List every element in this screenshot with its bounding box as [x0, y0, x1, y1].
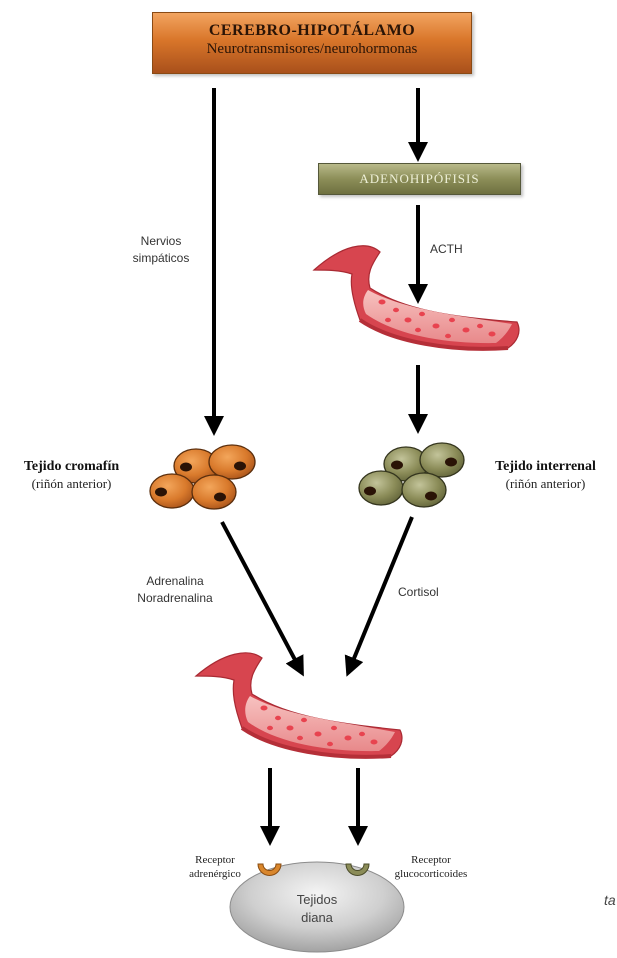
cutoff-text-fragment: ta — [604, 892, 616, 908]
catecolaminas-line2: Noradrenalina — [120, 590, 230, 607]
cromafin-cell — [192, 475, 236, 509]
interrenal-cell-cluster — [359, 443, 464, 507]
label-receptor-adrenergico: Receptor adrenérgico — [172, 853, 258, 881]
receptor-adrenergico-line1: Receptor — [172, 853, 258, 867]
label-tejido-interrenal: Tejido interrenal (riñón anterior) — [478, 458, 613, 492]
adenohipofisis-box: ADENOHIPÓFISIS — [318, 163, 521, 195]
label-tejido-cromafin: Tejido cromafín (riñón anterior) — [4, 458, 139, 492]
tejidos-diana-line2: diana — [282, 909, 352, 927]
label-cortisol: Cortisol — [398, 584, 439, 601]
receptor-glucocorticoides-line2: glucocorticoides — [376, 867, 486, 881]
interrenal-subtitle: (riñón anterior) — [478, 475, 613, 492]
cerebro-subtitle: Neurotransmisores/neurohormonas — [153, 41, 471, 58]
label-receptor-glucocorticoides: Receptor glucocorticoides — [376, 853, 486, 881]
cromafin-cell-cluster — [150, 445, 255, 509]
catecolaminas-line1: Adrenalina — [120, 573, 230, 590]
label-catecolaminas: Adrenalina Noradrenalina — [120, 573, 230, 607]
label-acth: ACTH — [430, 241, 463, 258]
nervios-line2: simpáticos — [116, 250, 206, 267]
interrenal-cell — [402, 473, 446, 507]
receptor-adrenergico-line2: adrenérgico — [172, 867, 258, 881]
cromafin-subtitle: (riñón anterior) — [4, 475, 139, 492]
label-nervios-simpaticos: Nervios simpáticos — [116, 233, 206, 267]
cerebro-title: CEREBRO-HIPOTÁLAMO — [153, 22, 471, 40]
cromafin-cell — [209, 445, 255, 479]
tejidos-diana-line1: Tejidos — [282, 891, 352, 909]
label-tejidos-diana: Tejidos diana — [282, 891, 352, 927]
nervios-line1: Nervios — [116, 233, 206, 250]
cerebro-hipotalamo-box: CEREBRO-HIPOTÁLAMO Neurotransmisores/neu… — [152, 12, 472, 74]
interrenal-title: Tejido interrenal — [478, 458, 613, 475]
receptor-glucocorticoides-line1: Receptor — [376, 853, 486, 867]
cromafin-title: Tejido cromafín — [4, 458, 139, 475]
arrow-catecolaminas — [222, 522, 302, 673]
interrenal-cell — [420, 443, 464, 477]
